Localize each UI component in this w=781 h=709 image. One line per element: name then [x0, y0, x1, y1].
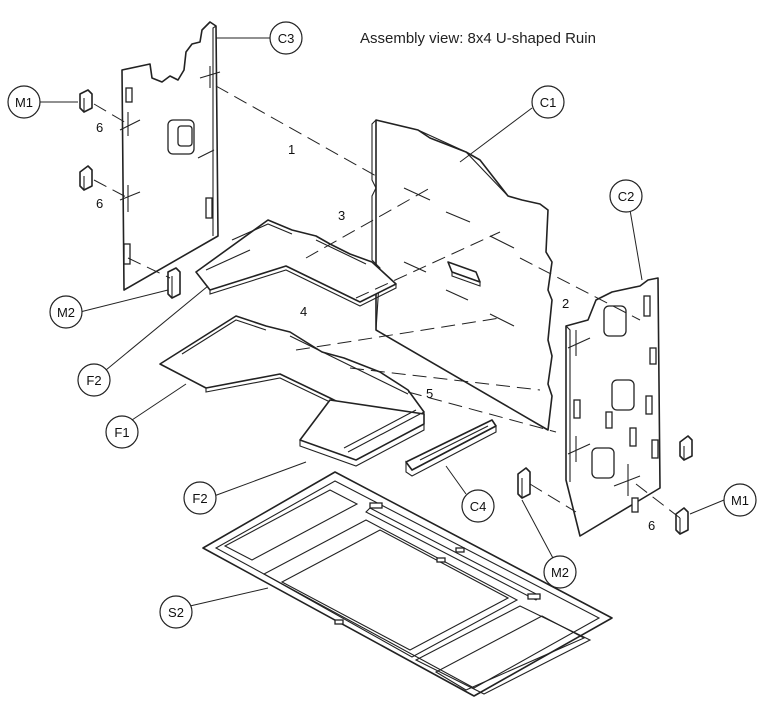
assembly-lines [93, 85, 681, 519]
svg-text:F2: F2 [192, 491, 207, 506]
svg-text:M2: M2 [57, 305, 75, 320]
svg-text:M2: M2 [551, 565, 569, 580]
clip-m1-left-upper [79, 89, 93, 113]
step-3: 3 [338, 208, 345, 223]
step-numbers: 1 2 3 4 5 6 6 6 [96, 120, 655, 533]
callout-m1-left: M1 [7, 85, 41, 119]
panel-c2 [565, 277, 661, 537]
callout-m1-right: M1 [723, 483, 757, 517]
diagram-title: Assembly view: 8x4 U-shaped Ruin [360, 30, 596, 47]
svg-text:M1: M1 [15, 95, 33, 110]
step-2: 2 [562, 296, 569, 311]
svg-text:C4: C4 [470, 499, 487, 514]
base-plate-s2 [202, 471, 613, 697]
panel-c3 [119, 21, 221, 291]
clip-m1-left-lower [79, 165, 93, 191]
callout-s2: S2 [159, 595, 193, 629]
callout-c2: C2 [609, 179, 643, 213]
floor-f2-lower [299, 399, 425, 467]
svg-text:S2: S2 [168, 605, 184, 620]
step-1: 1 [288, 142, 295, 157]
panel-c1 [371, 119, 553, 431]
leader-lines [38, 37, 725, 607]
svg-text:F1: F1 [114, 425, 129, 440]
svg-text:C3: C3 [278, 31, 295, 46]
clip-m2-left [167, 267, 181, 299]
step-5: 5 [426, 386, 433, 401]
clip-m1-right-upper [679, 435, 693, 461]
callout-m2-left: M2 [49, 295, 83, 329]
step-6-lower: 6 [96, 196, 103, 211]
svg-text:M1: M1 [731, 493, 749, 508]
step-6-right: 6 [648, 518, 655, 533]
step-6-upper: 6 [96, 120, 103, 135]
callout-c1: C1 [531, 85, 565, 119]
callout-f1: F1 [105, 415, 139, 449]
floor-f2-upper [195, 219, 397, 307]
svg-text:C2: C2 [618, 189, 635, 204]
callout-c4: C4 [461, 489, 495, 523]
clip-m1-right-lower [675, 507, 689, 535]
svg-text:F2: F2 [86, 373, 101, 388]
callout-c3: C3 [269, 21, 303, 55]
callout-f2-lower: F2 [183, 481, 217, 515]
clip-m2-right [517, 467, 531, 499]
svg-text:C1: C1 [540, 95, 557, 110]
callout-m2-right: M2 [543, 555, 577, 589]
callout-f2-upper: F2 [77, 363, 111, 397]
step-4: 4 [300, 304, 307, 319]
rail-c4 [405, 419, 497, 477]
